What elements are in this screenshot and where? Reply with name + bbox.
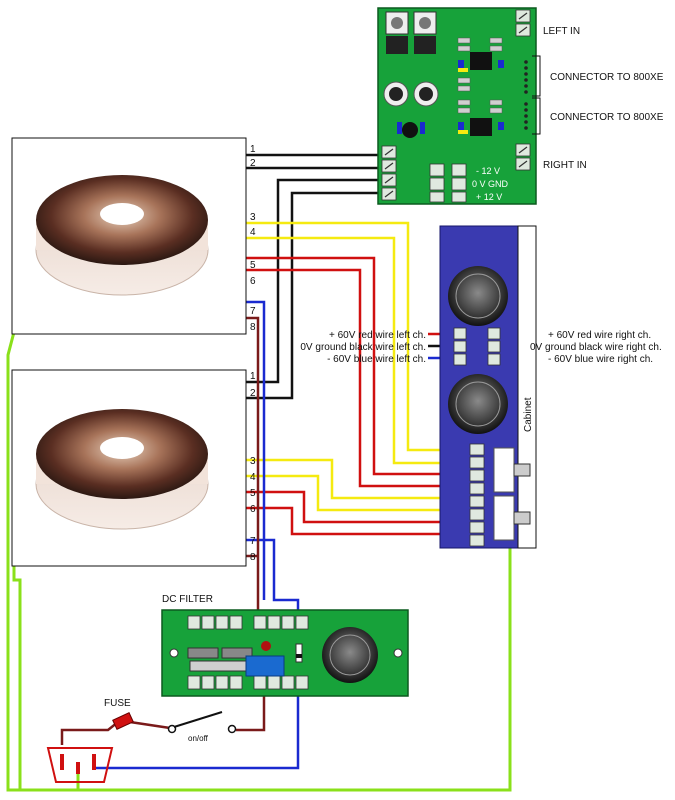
wire-brown-t1-8	[246, 316, 260, 618]
preamp-board: - 12 V 0 V GND + 12 V	[377, 7, 537, 205]
label-minus60-right: - 60V blue wire right ch.	[548, 354, 653, 365]
t1-pin-5: 5	[250, 260, 256, 271]
wire-yellow-t1-4	[246, 236, 470, 465]
label-on-off: on/off	[188, 734, 209, 743]
connector-bracket	[532, 55, 541, 135]
t2-pin-4: 4	[250, 472, 256, 483]
wire-yellow-t2-3	[246, 458, 470, 500]
transformer-2	[11, 369, 247, 567]
t2-pin-7: 7	[250, 536, 256, 547]
label-plus60-right: + 60V red wire right ch.	[548, 330, 651, 341]
transformer-2-pin-labels: 1 2 3 4 5 6 7 8	[250, 371, 256, 563]
transformer-1	[11, 137, 247, 335]
t1-pin-3: 3	[250, 212, 256, 223]
wire-black-t2-2	[246, 191, 392, 400]
label-right-in: RIGHT IN	[543, 160, 587, 171]
wire-yellow-t2-4	[246, 474, 470, 512]
wire-red-t2-5	[246, 490, 470, 524]
t1-pin-7: 7	[250, 306, 256, 317]
label-fuse: FUSE	[104, 698, 131, 709]
power-switch	[167, 711, 237, 734]
wire-black-t2-1	[246, 178, 392, 384]
t2-pin-2: 2	[250, 388, 256, 399]
wire-green-earth-2	[12, 552, 22, 790]
label-connector-1: CONNECTOR TO 800XE	[550, 72, 664, 83]
label-plus12v: + 12 V	[476, 192, 502, 202]
wire-mains-brown	[60, 721, 119, 745]
label-gnd-right: 0V ground black wire right ch.	[530, 342, 662, 353]
label-gnd-left: 0V ground black wire left ch.	[300, 342, 426, 353]
wire-mains-brown-3	[236, 692, 266, 732]
label-plus60-left: + 60V red wire left ch.	[329, 330, 426, 341]
t2-pin-6: 6	[250, 504, 256, 515]
label-dc-filter: DC FILTER	[162, 594, 213, 605]
t1-pin-2: 2	[250, 158, 256, 169]
wire-yellow-t1-3	[246, 221, 470, 452]
dc-filter-board	[161, 609, 409, 697]
wire-green-earth	[6, 331, 512, 792]
t2-pin-5: 5	[250, 488, 256, 499]
fuse	[112, 712, 134, 730]
t2-pin-8: 8	[250, 552, 256, 563]
label-left-in: LEFT IN	[543, 26, 580, 37]
wire-mains-brown-2	[129, 720, 171, 730]
cabinet	[439, 225, 537, 549]
t1-pin-4: 4	[250, 227, 256, 238]
wire-blue-t2-7	[246, 538, 300, 618]
t1-pin-1: 1	[250, 144, 256, 155]
t2-pin-3: 3	[250, 456, 256, 467]
wire-mains-blue	[96, 692, 300, 770]
label-minus12v: - 12 V	[476, 166, 500, 176]
mains-plug	[46, 747, 114, 783]
label-cabinet: Cabinet	[523, 397, 534, 432]
label-minus60-left: - 60V blue wire left ch.	[327, 354, 426, 365]
label-0v-gnd: 0 V GND	[472, 179, 509, 189]
wire-red-t1-5	[246, 256, 470, 476]
t1-pin-8: 8	[250, 322, 256, 333]
label-connector-2: CONNECTOR TO 800XE	[550, 112, 664, 123]
wire-blue-t1-7	[246, 300, 266, 600]
wire-red-t1-6	[246, 268, 470, 488]
wire-red-t2-6	[246, 506, 470, 536]
t1-pin-6: 6	[250, 276, 256, 287]
t2-pin-1: 1	[250, 371, 256, 382]
transformer-1-pin-labels: 1 2 3 4 5 6 7 8	[250, 144, 256, 333]
